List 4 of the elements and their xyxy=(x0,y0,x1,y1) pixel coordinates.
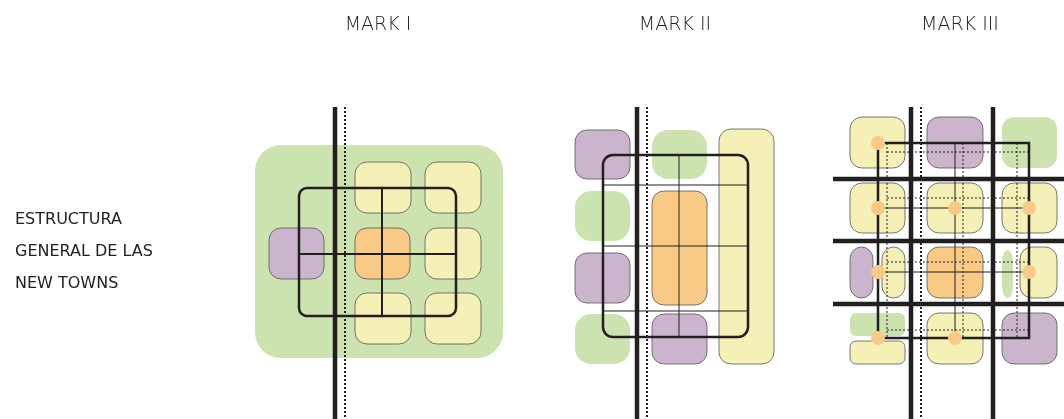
side-caption: ESTRUCTURA GENERAL DE LAS NEW TOWNS xyxy=(15,208,154,294)
panel-heading: MARK II xyxy=(638,12,712,34)
panel-heading: MARK I xyxy=(344,12,412,34)
panel-heading: MARK III xyxy=(921,12,999,34)
